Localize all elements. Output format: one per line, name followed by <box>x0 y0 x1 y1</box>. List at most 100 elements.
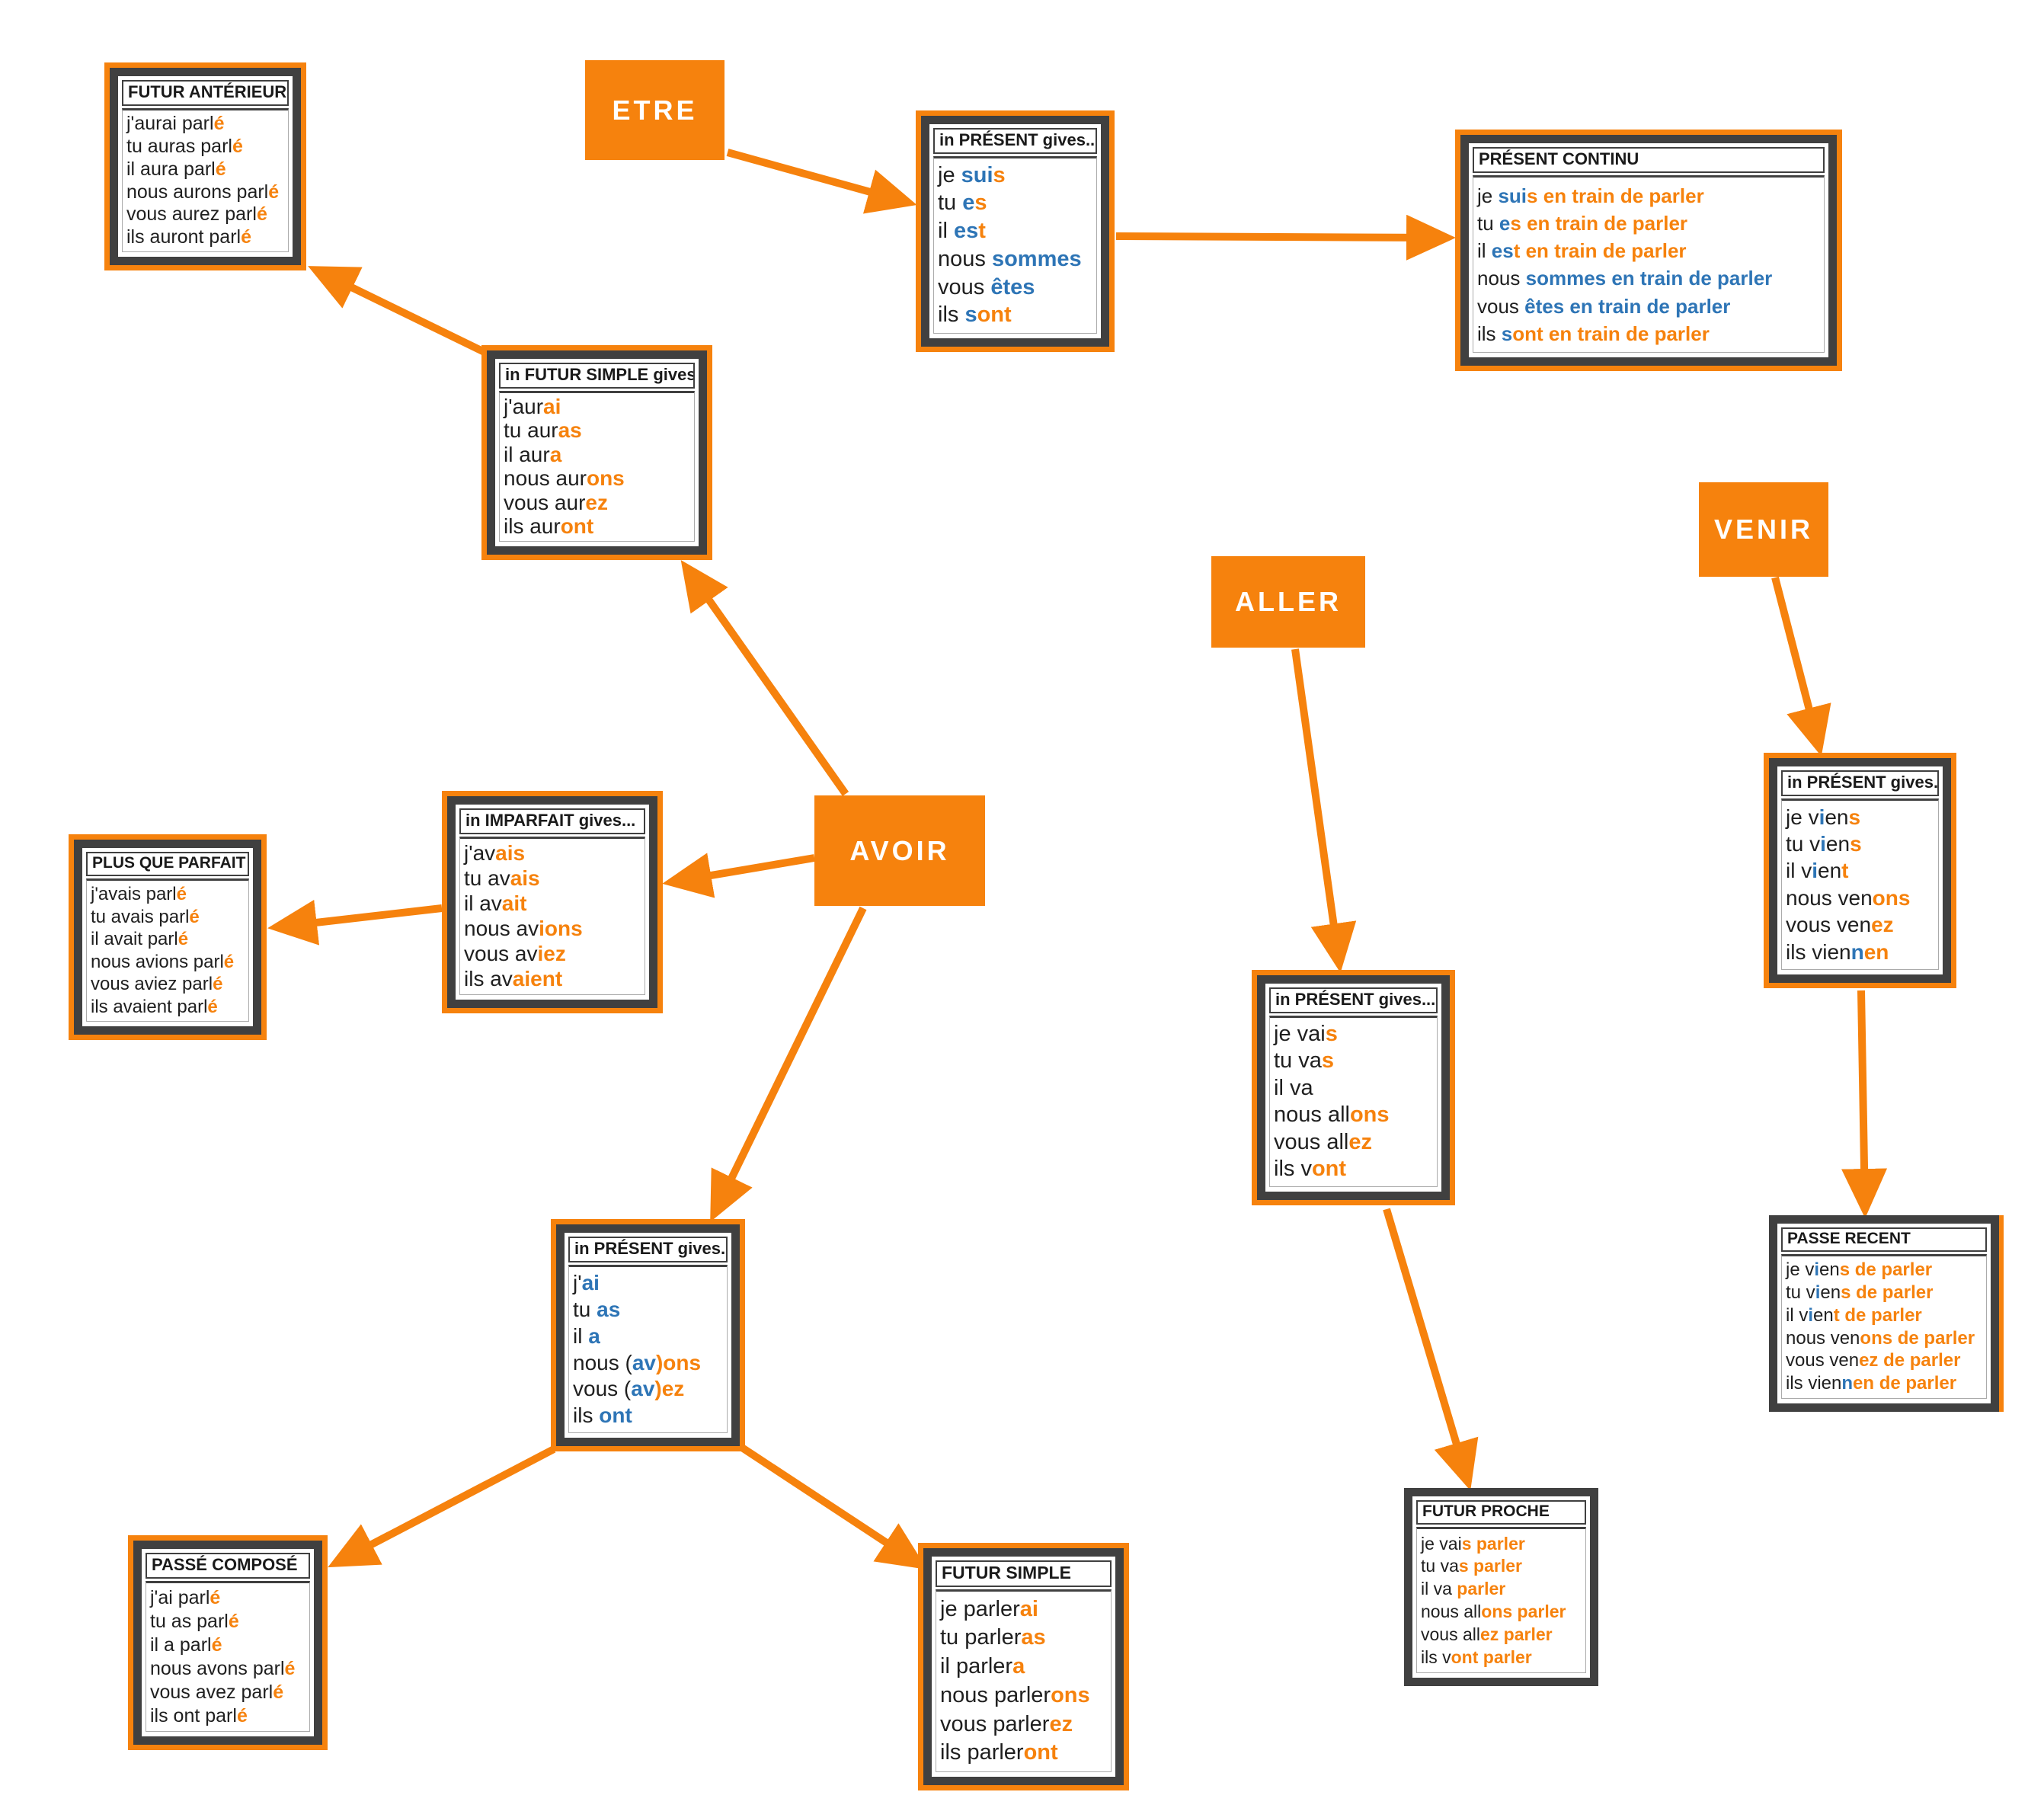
conjugation-row: ils sont <box>938 302 1096 328</box>
conjugation-row: vous êtes <box>938 275 1096 300</box>
conjugation-row: nous avions <box>464 917 645 941</box>
tense-box-title: PLUS QUE PARFAIT <box>86 852 249 876</box>
conjugation-segment: nous all <box>1274 1102 1350 1128</box>
conjugation-segment: ont <box>560 514 594 539</box>
conjugation-segment: ils v <box>1274 1157 1312 1182</box>
conjugation-segment: i <box>1812 859 1818 883</box>
conjugation-segment: e <box>962 190 975 216</box>
conjugation-segment: é <box>211 1634 222 1656</box>
conjugation-segment: tu <box>938 190 963 216</box>
conjugation-segment: i <box>1815 1282 1821 1304</box>
conjugation-segment: nous ( <box>573 1350 632 1374</box>
conjugation-segment: tu va <box>1421 1556 1459 1576</box>
conjugation-segment: ils vien <box>1786 1373 1842 1394</box>
conjugation-row: nous aurons parlé <box>126 181 288 203</box>
conjugation-row: il est en train de parler <box>1477 240 1824 262</box>
conjugation-row: je parlerai <box>940 1596 1111 1622</box>
conjugation-segment: j' <box>573 1271 582 1295</box>
conjugation-segment: sommes <box>991 246 1082 271</box>
verb-node-label: ALLER <box>1235 586 1342 617</box>
conjugation-row: il avait parlé <box>91 929 248 949</box>
conjugation-segment: ont <box>1311 1157 1347 1182</box>
conjugation-row: nous venons <box>1786 886 1938 910</box>
conjugation-segment: ez <box>585 490 608 514</box>
conjugation-row: j'ai <box>573 1271 727 1295</box>
arrow-venir-to-venir-present <box>1771 576 1831 757</box>
conjugation-segment: ils aur <box>504 514 561 539</box>
conjugation-row: ils vont parler <box>1421 1647 1585 1668</box>
conjugation-segment: av <box>631 1377 655 1401</box>
conjugation-row: nous (av)ons <box>573 1350 727 1375</box>
conjugation-segment: é <box>241 226 251 248</box>
conjugation-row: ils vont <box>1274 1157 1437 1182</box>
conjugation-segment: je v <box>1786 1259 1815 1281</box>
conjugation-segment: nous parler <box>940 1682 1051 1707</box>
conjugation-segment: é <box>210 1586 221 1608</box>
conjugation-segment: aient <box>512 967 563 991</box>
conjugation-row: vous parlerez <box>940 1712 1111 1737</box>
conjugation-segment: ont parler <box>1451 1647 1532 1668</box>
arrow-etre-to-etre-present <box>726 149 917 214</box>
conjugation-segment: a <box>1012 1654 1025 1679</box>
conjugation-segment: vous aur <box>504 490 586 514</box>
verb-node-label: AVOIR <box>849 834 950 866</box>
conjugation-segment: nous avions parl <box>91 951 224 972</box>
conjugation-segment: ais <box>510 866 540 891</box>
conjugation-row: tu vas parler <box>1421 1557 1585 1576</box>
conjugation-segment: vous all <box>1421 1624 1480 1645</box>
conjugation-row: il aura <box>504 443 694 467</box>
conjugation-segment: s de parler <box>1841 1282 1934 1304</box>
verb-node-label: ETRE <box>612 94 698 126</box>
conjugation-segment: é <box>228 1610 239 1632</box>
conjugation-segment: ils v <box>1421 1647 1451 1668</box>
conjugation-row: je vais parler <box>1421 1534 1585 1554</box>
arrow-avoir-present-to-futur-simple <box>740 1444 928 1570</box>
conjugation-row: nous avions parlé <box>91 952 248 972</box>
conjugation-segment: il va <box>1421 1579 1457 1599</box>
conjugation-row: tu as <box>573 1298 727 1322</box>
conjugation-row: j'aurai parlé <box>126 114 288 135</box>
conjugation-row: tu avais <box>464 866 645 891</box>
conjugation-segment: s <box>1850 831 1862 856</box>
conjugation-segment: s en train de parler <box>1510 211 1688 235</box>
conjugation-segment: s <box>1848 805 1861 829</box>
conjugation-segment: e <box>1499 211 1511 235</box>
conjugation-segment: tu as parl <box>150 1610 229 1632</box>
conjugation-segment: ils vien <box>1786 939 1851 964</box>
conjugation-segment: en <box>1825 805 1849 829</box>
conjugation-segment: av <box>632 1350 656 1374</box>
conjugation-row: ils ont <box>573 1403 727 1428</box>
conjugation-row: tu vas <box>1274 1048 1437 1074</box>
conjugation-row: vous avez parlé <box>150 1682 309 1704</box>
conjugation-segment: s <box>993 162 1006 187</box>
conjugation-segment: nous <box>938 246 992 271</box>
conjugation-row: vous aviez <box>464 942 645 966</box>
conjugation-segment: é <box>189 906 200 927</box>
conjugation-segment: s <box>1321 1048 1335 1074</box>
conjugation-segment: je parler <box>940 1596 1020 1621</box>
conjugation-segment: en <box>1818 859 1842 883</box>
conjugation-segment: s parler <box>1461 1533 1525 1554</box>
conjugation-segment: i <box>1808 1304 1814 1326</box>
conjugation-row: tu auras <box>504 418 694 443</box>
conjugation-segment: ez parler <box>1479 1624 1553 1645</box>
conjugation-segment: a <box>588 1323 600 1348</box>
conjugation-row: nous allons parler <box>1421 1602 1585 1621</box>
conjugation-segment: i <box>1814 1259 1820 1281</box>
conjugation-segment: tu v <box>1786 831 1821 856</box>
conjugation-segment: il parler <box>940 1654 1013 1679</box>
conjugation-segment: en <box>1863 939 1889 964</box>
conjugation-row: il a parlé <box>150 1634 309 1656</box>
arrow-avoir-present-to-passe-compose <box>328 1445 556 1568</box>
conjugation-row: nous sommes <box>938 246 1096 272</box>
tense-box-title: PRÉSENT CONTINU <box>1473 147 1825 173</box>
